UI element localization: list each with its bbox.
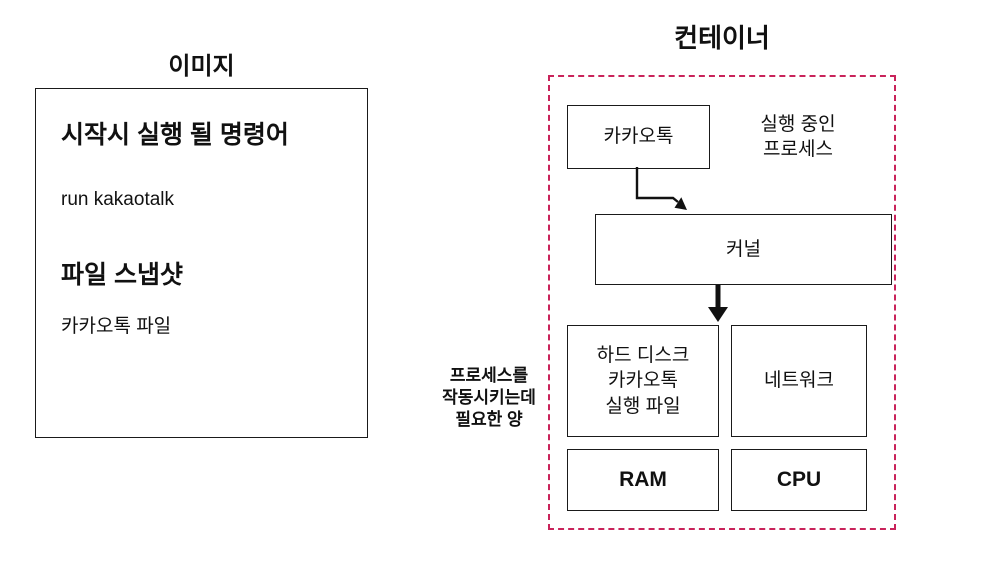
image-box: 시작시 실행 될 명령어 run kakaotalk 파일 스냅샷 카카오톡 파… bbox=[35, 88, 368, 438]
kernel-box: 커널 bbox=[595, 214, 892, 285]
network-box: 네트워크 bbox=[731, 325, 867, 437]
container-dashed-boundary: 카카오톡 실행 중인 프로세스 커널 하드 디스크 카카오톡 실행 파일 네트워… bbox=[548, 75, 896, 530]
startup-command-value: run kakaotalk bbox=[61, 189, 175, 210]
ram-box: RAM bbox=[567, 449, 719, 511]
cpu-box: CPU bbox=[731, 449, 867, 511]
container-section-title: 컨테이너 bbox=[674, 23, 770, 53]
running-process-caption: 실행 중인 프로세스 bbox=[760, 114, 836, 160]
hard-disk-executable-box: 하드 디스크 카카오톡 실행 파일 bbox=[567, 325, 719, 437]
file-snapshot-value: 카카오톡 파일 bbox=[61, 316, 172, 337]
required-resources-caption: 프로세스를 작동시키는데 필요한 양 bbox=[442, 366, 536, 430]
image-section-title: 이미지 bbox=[168, 53, 235, 80]
file-snapshot-heading: 파일 스냅샷 bbox=[61, 261, 183, 289]
startup-command-heading: 시작시 실행 될 명령어 bbox=[61, 121, 289, 149]
kakaotalk-process-box: 카카오톡 bbox=[567, 105, 710, 169]
